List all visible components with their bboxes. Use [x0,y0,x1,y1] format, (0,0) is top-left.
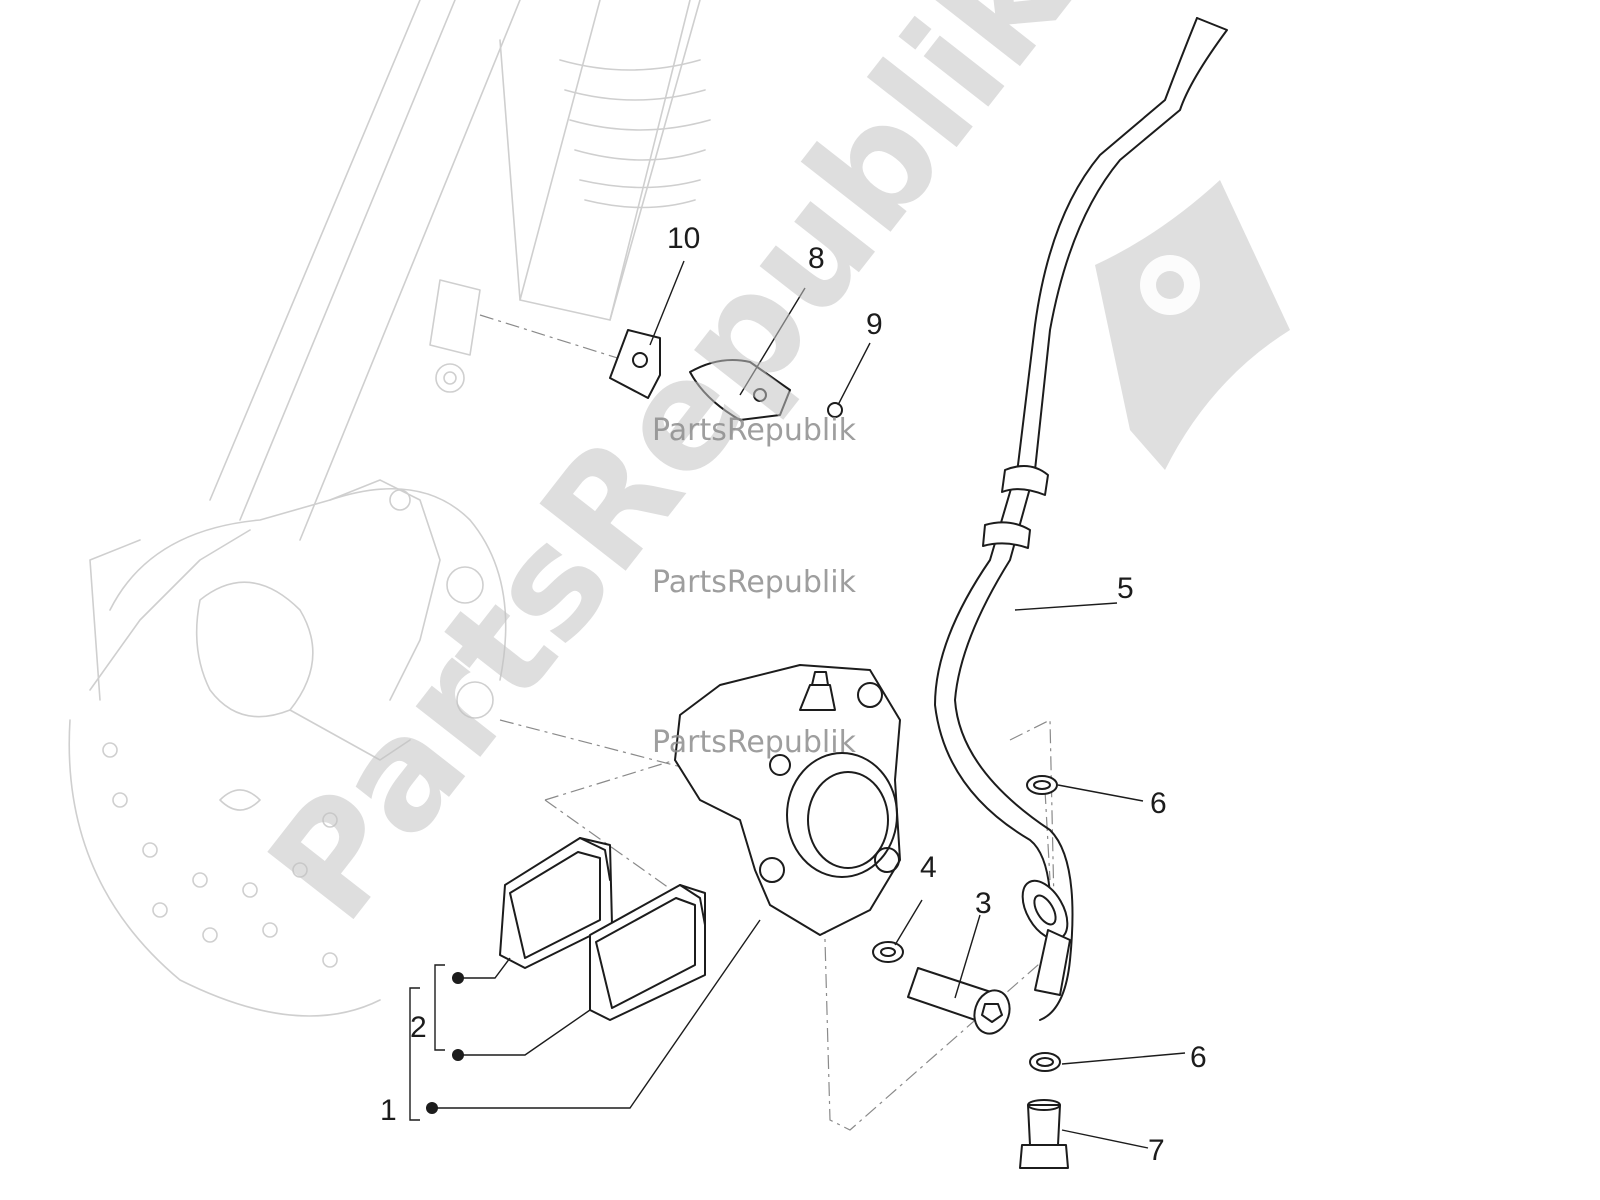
watermark-flag-icon [1095,180,1290,470]
part-10-clip [609,329,661,399]
part-8-hose-clamp [689,359,791,421]
callout-6-lower: 6 [1190,1041,1207,1074]
fork-ghost [209,0,711,541]
part-7-banjo-bolt [1019,1099,1069,1169]
callout-labels: 1 2 3 4 5 6 6 7 8 9 10 [380,222,1207,1167]
watermark-small-1: PartsRepublik [652,413,857,448]
caliper-body [674,664,901,936]
leader-lines [432,260,1186,1149]
part-9-screw [827,402,843,418]
callout-4: 4 [920,851,937,884]
callout-7: 7 [1148,1134,1165,1167]
part-5-brake-hose [934,17,1228,1021]
callout-2: 2 [410,1011,427,1044]
brake-disc-ghost [68,479,507,1017]
part-3-bolt [907,967,1011,1035]
watermark-small-3: PartsRepublik [652,725,857,760]
watermark-main: PartsRepublik [236,0,1104,952]
callout-1: 1 [380,1094,397,1127]
callout-10: 10 [667,222,700,255]
part-4-washer [872,941,904,963]
callout-9: 9 [866,308,883,341]
callout-3: 3 [975,887,992,920]
part-6-washers [1026,775,1061,1072]
callout-5: 5 [1117,572,1134,605]
callout-8: 8 [808,242,825,275]
brake-pads [499,837,706,1021]
watermark-small-2: PartsRepublik [652,565,857,600]
callout-6-upper: 6 [1150,787,1167,820]
